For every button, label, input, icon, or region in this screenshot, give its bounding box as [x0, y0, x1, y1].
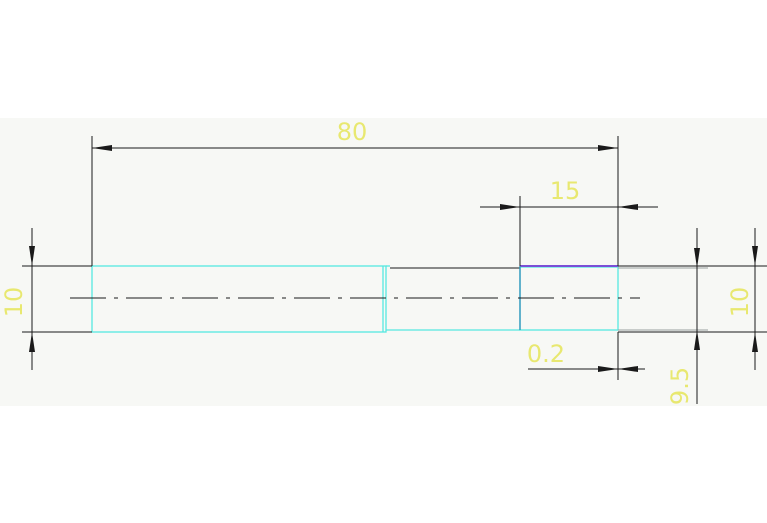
dimension-left-diameter: [22, 228, 92, 370]
dimension-overall-length: [91, 136, 619, 266]
drawing-sheet: [0, 118, 767, 406]
dimension-text-15: 15: [550, 177, 581, 205]
dimension-text-right-10: 10: [726, 287, 754, 318]
dimension-text-80: 80: [337, 118, 368, 146]
shaft-large-section: [91, 265, 387, 333]
shaft-end-stub: [618, 265, 767, 333]
dimension-text-left-10: 10: [0, 287, 28, 318]
dimension-text-9-5: 9.5: [666, 367, 694, 405]
dimension-groove-offset: [528, 332, 645, 380]
dimension-groove-length: [480, 196, 658, 266]
dimension-text-0-2: 0.2: [527, 340, 565, 368]
